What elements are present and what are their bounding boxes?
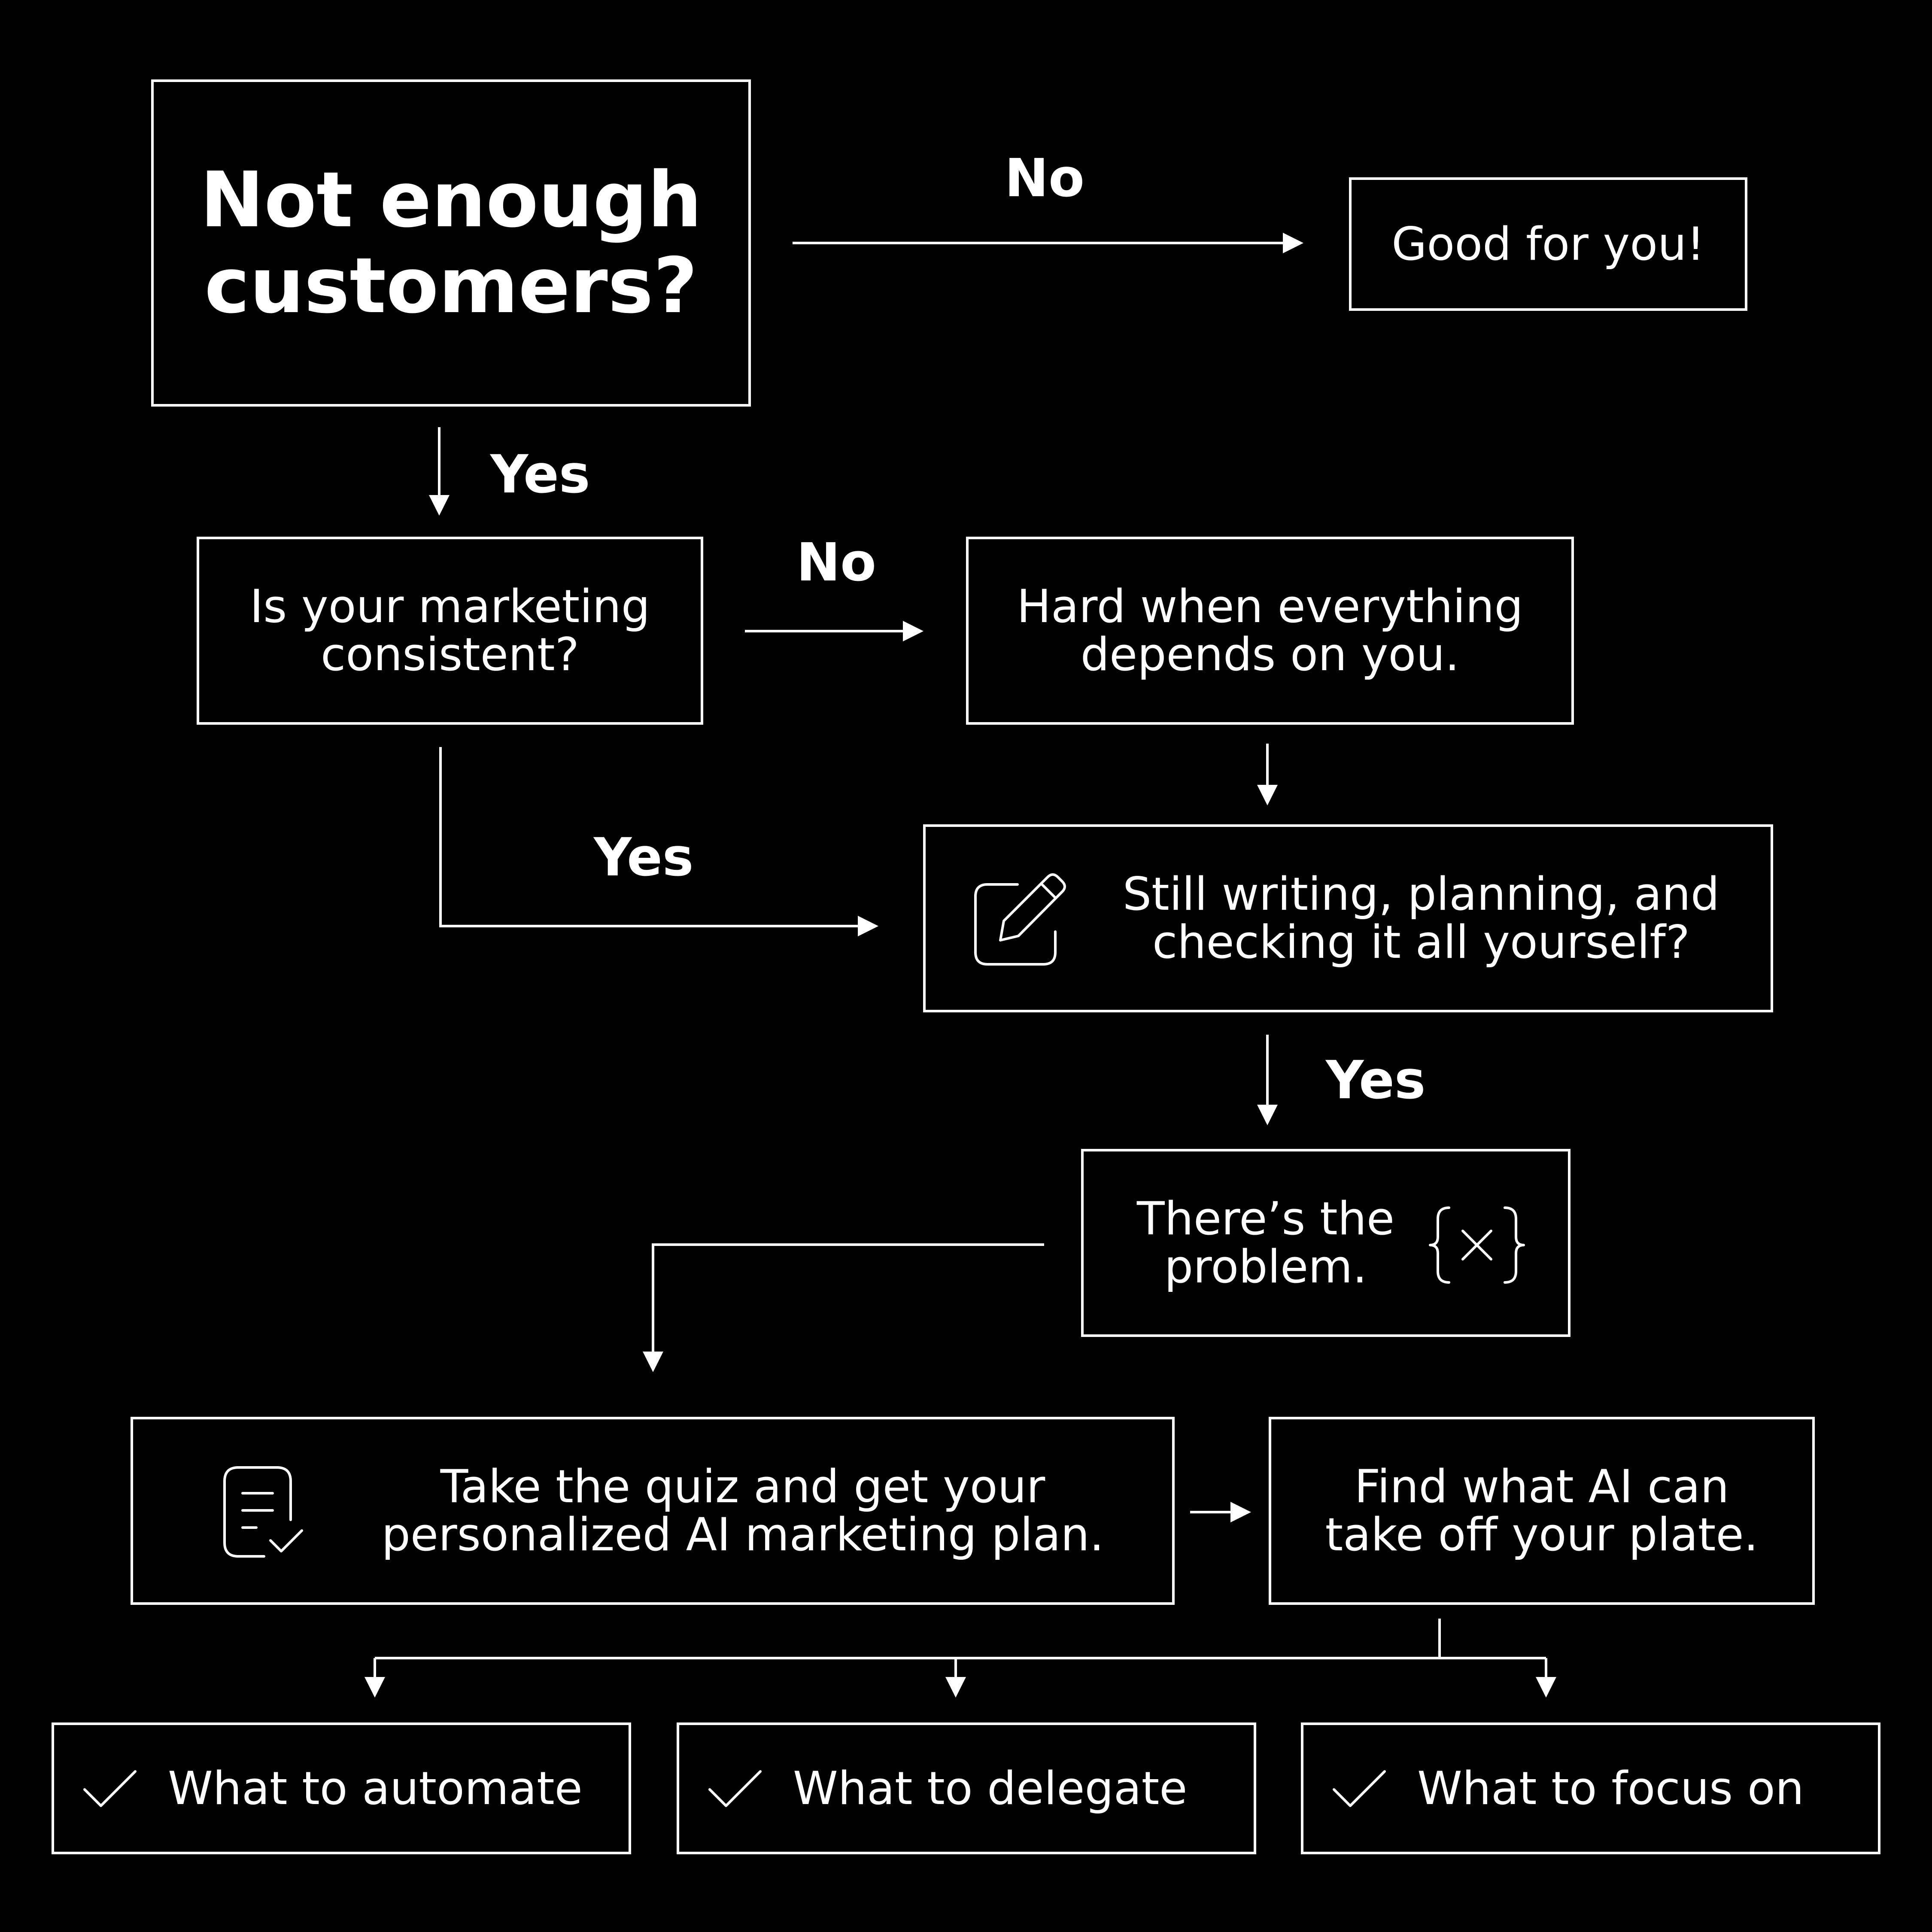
checkmark-icon <box>83 1770 137 1807</box>
arrow-problem-to-quiz <box>643 1243 1044 1372</box>
document-check-icon <box>223 1466 303 1558</box>
node-text-line: take off your plate. <box>1325 1508 1759 1561</box>
node-text-line: Find what AI can <box>1354 1460 1729 1513</box>
label-yes-second: Yes <box>594 827 694 888</box>
outcome-label: What to focus on <box>1417 1762 1804 1815</box>
label-yes-first: Yes <box>490 444 590 505</box>
node-text-line: personalized AI marketing plan. <box>381 1508 1104 1561</box>
braces-x-icon <box>1429 1206 1525 1284</box>
checkmark-icon <box>708 1770 762 1807</box>
checkmark-icon <box>1333 1770 1386 1807</box>
node-good-for-you: Good for you! <box>1349 177 1747 311</box>
outcome-what-to-focus-on: What to focus on <box>1301 1722 1880 1854</box>
node-hard-when-everything: Hard when everything depends on you. <box>966 537 1574 725</box>
node-text-line: Is your marketing <box>249 580 650 633</box>
node-text-line: Good for you! <box>1391 217 1705 270</box>
node-text-line: Hard when everything <box>1017 580 1523 633</box>
node-text-line: depends on you. <box>1080 628 1460 681</box>
node-text-line: Take the quiz and get your <box>440 1460 1045 1513</box>
node-text-line: There’s the <box>1136 1192 1395 1245</box>
label-no-second: No <box>796 532 876 593</box>
outcome-what-to-automate: What to automate <box>52 1722 631 1854</box>
node-text-line: Still writing, planning, and <box>1122 868 1720 920</box>
node-find-what-ai-can: Find what AI can take off your plate. <box>1269 1417 1815 1605</box>
node-text-line: customers? <box>204 241 698 330</box>
node-theres-the-problem: There’s the problem. <box>1081 1149 1571 1337</box>
outcome-what-to-delegate: What to delegate <box>677 1722 1256 1854</box>
label-yes-third: Yes <box>1326 1050 1426 1111</box>
arrow-consistent-to-still <box>439 747 878 936</box>
node-text-line: checking it all yourself? <box>1152 916 1690 969</box>
label-no-top: No <box>1005 148 1084 209</box>
node-still-writing: Still writing, planning, and checking it… <box>923 824 1773 1012</box>
outcome-label: What to delegate <box>793 1762 1188 1815</box>
node-text-line: consistent? <box>320 628 579 681</box>
node-text-line: Not enough <box>200 155 702 244</box>
edit-square-icon <box>974 873 1066 966</box>
node-take-the-quiz: Take the quiz and get your personalized … <box>131 1417 1175 1605</box>
node-is-marketing-consistent: Is your marketing consistent? <box>197 537 703 725</box>
node-text-line: problem. <box>1164 1240 1367 1293</box>
node-not-enough-customers: Not enough customers? <box>151 79 751 407</box>
outcome-label: What to automate <box>168 1762 583 1815</box>
